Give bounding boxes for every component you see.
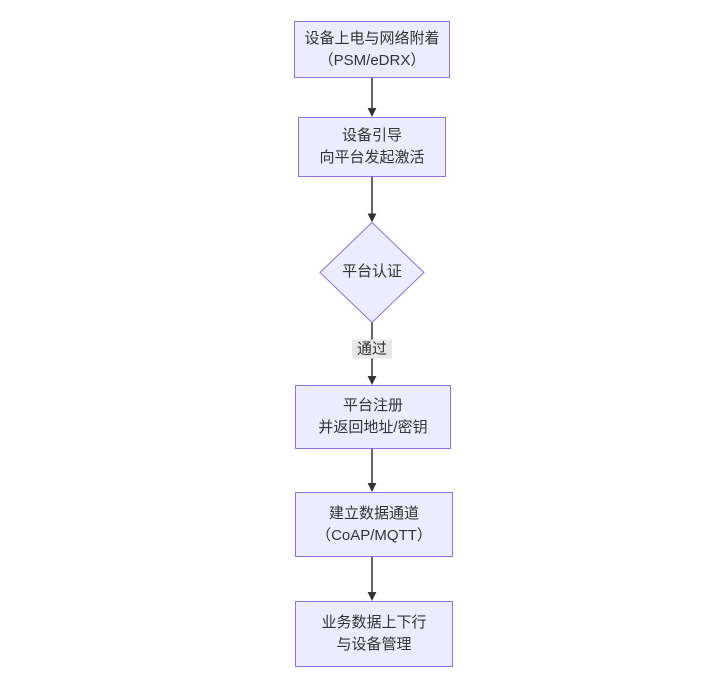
node-business-data: 业务数据上下行 与设备管理 [295,601,453,667]
node-bootstrap: 设备引导 向平台发起激活 [298,117,446,177]
node-platform-auth-label: 平台认证 [341,263,403,280]
node-platform-register: 平台注册 并返回地址/密钥 [295,385,451,449]
edge-label-pass: 通过 [351,339,393,359]
decision-diamond-shape [319,221,425,324]
node-data-channel: 建立数据通道 （CoAP/MQTT） [295,492,453,557]
node-power-attach: 设备上电与网络附着 （PSM/eDRX） [294,21,450,78]
